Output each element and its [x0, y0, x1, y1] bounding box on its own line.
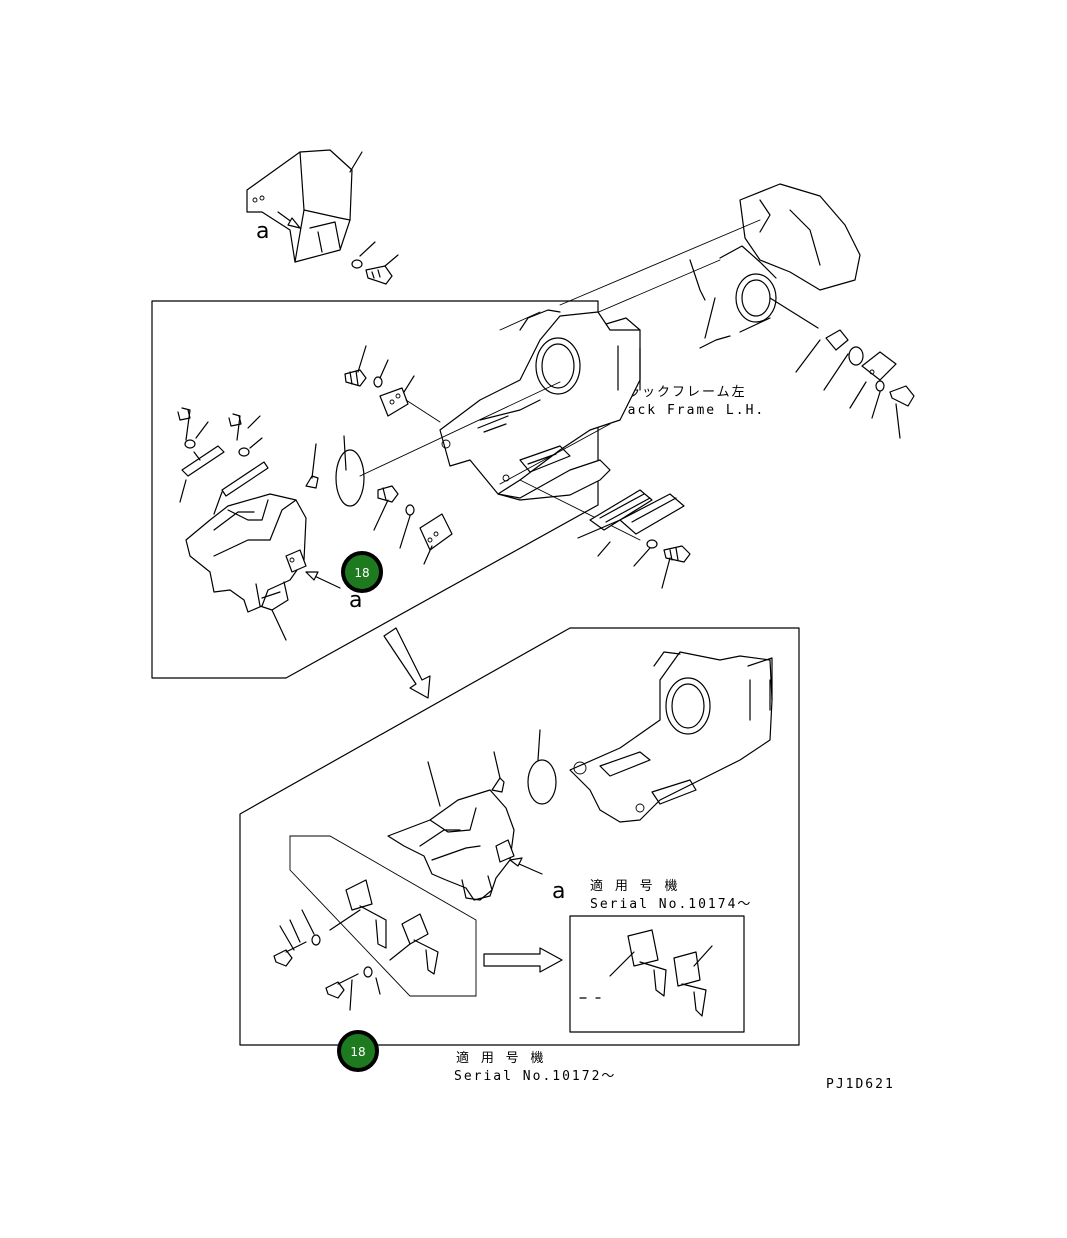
guard-cover-part: a: [246, 149, 399, 285]
serial-10174-label-jp: 適 用 号 機: [590, 878, 679, 894]
serial-10174-inset-frame: [569, 915, 745, 1033]
callout-18-lower[interactable]: 18: [337, 1030, 379, 1072]
detail-box-frame-upper: [151, 300, 599, 679]
callout-18-upper[interactable]: 18: [341, 551, 383, 593]
track-frame-upper: [499, 183, 915, 439]
cover-lower-part: [387, 761, 543, 901]
bolt-cluster-middle-lower: [373, 485, 453, 565]
view-a-label-lower: a: [552, 879, 565, 904]
cover-left-part: [177, 407, 365, 641]
serial-10174-label-en: Serial No.10174～: [590, 897, 752, 912]
bolt-cluster-middle: [344, 345, 441, 423]
track-frame-lower: [491, 651, 773, 823]
serial-10172-label-jp: 適 用 号 機: [456, 1050, 545, 1066]
svg-text:18: 18: [354, 566, 369, 580]
bracket-parts-lower: [273, 879, 439, 1011]
detail-box-frame-lower: [239, 627, 800, 1046]
track-frame-middle: [359, 309, 641, 541]
inset-arrow: [483, 947, 563, 973]
view-a-label-top: a: [256, 219, 269, 244]
inset-frame-lower: [289, 835, 477, 997]
track-frame-label-en: Track Frame L.H.: [608, 403, 765, 418]
transition-arrow: [383, 627, 431, 699]
bracket-parts-serial-10174: [579, 929, 713, 1017]
bolt-cluster-right: [577, 489, 691, 589]
view-a-label-mid: a: [349, 588, 362, 613]
serial-10172-label-en: Serial No.10172～: [454, 1069, 616, 1084]
track-frame-label-jp: トラックフレーム左: [612, 385, 747, 400]
drawing-code: PJ1D621: [826, 1077, 895, 1092]
svg-text:18: 18: [350, 1045, 365, 1059]
